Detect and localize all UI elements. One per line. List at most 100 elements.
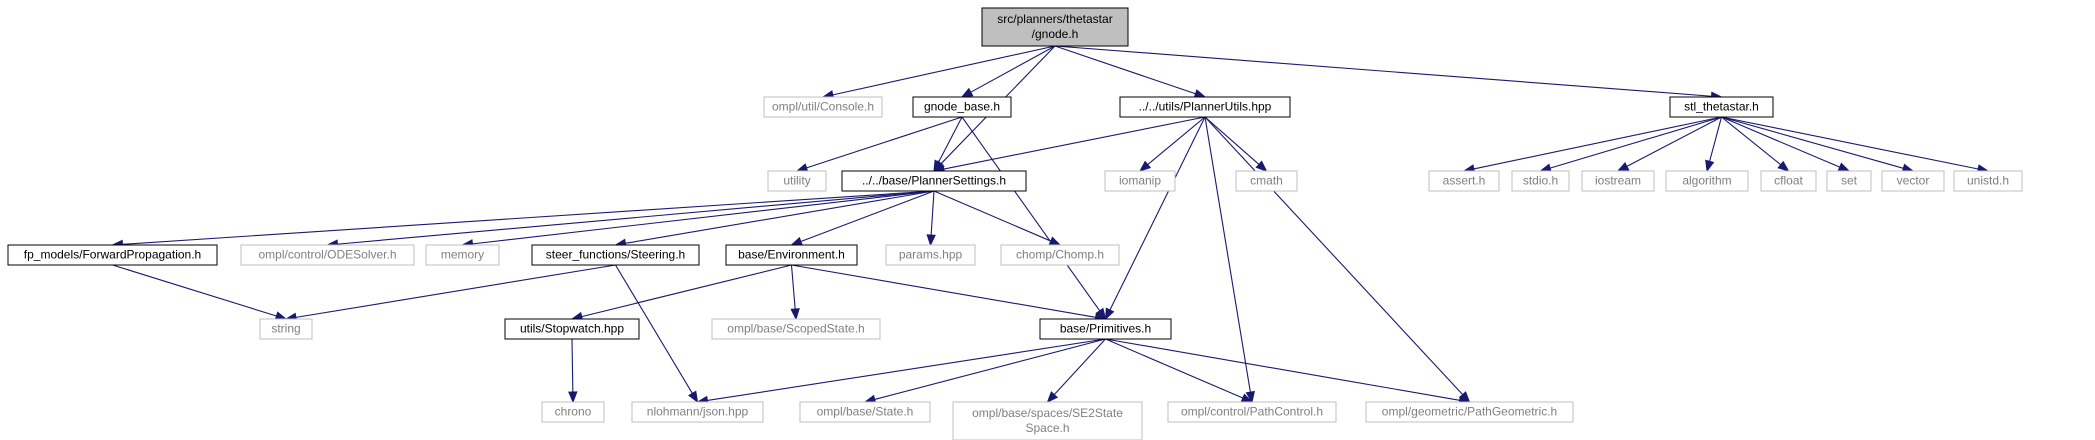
arrowhead-planner_utils-to-path_control: [1245, 390, 1255, 404]
node-utility: utility: [767, 170, 827, 192]
node-stopwatch[interactable]: utils/Stopwatch.hpp: [504, 318, 640, 340]
node-planner_utils-label: ../../utils/PlannerUtils.hpp: [1139, 100, 1272, 114]
node-console: ompl/util/Console.h: [763, 96, 883, 118]
node-console-label: ompl/util/Console.h: [772, 100, 874, 114]
node-stopwatch-label: utils/Stopwatch.hpp: [520, 322, 624, 336]
node-ode_solver-label: ompl/control/ODESolver.h: [258, 248, 396, 262]
arrowhead-planner_settings-to-params: [926, 234, 936, 247]
edge-gnode_base-to-utility: [806, 116, 963, 169]
node-primitives[interactable]: base/Primitives.h: [1039, 318, 1172, 340]
edge-fp_models-to-string: [112, 264, 277, 317]
node-path_geometric-label: ompl/geometric/PathGeometric.h: [1382, 405, 1557, 419]
dependency-nodes: src/planners/thetastar/gnode.h ompl/util/…: [7, 7, 2023, 440]
node-memory-box: [425, 244, 500, 266]
node-stl_thetastar-box: [1669, 96, 1774, 118]
node-assert-label: assert.h: [1443, 174, 1486, 188]
node-utility-label: utility: [783, 174, 810, 188]
node-string-box: [259, 318, 313, 340]
node-planner_settings-label: ../../base/PlannerSettings.h: [862, 174, 1006, 188]
node-path_control-box: [1167, 401, 1337, 423]
edge-stl_thetastar-to-iostream: [1626, 116, 1722, 167]
edge-planner_settings-to-memory: [472, 190, 935, 245]
edge-steering-to-string: [295, 264, 616, 318]
node-string: string: [259, 318, 313, 340]
node-unistd: unistd.h: [1953, 170, 2023, 192]
node-set: set: [1826, 170, 1872, 192]
node-environment-label: base/Environment.h: [738, 248, 845, 262]
edge-stl_thetastar-to-set: [1721, 116, 1841, 168]
node-fp_models[interactable]: fp_models/ForwardPropagation.h: [7, 244, 218, 266]
node-chomp-label: chomp/Chomp.h: [1016, 248, 1104, 262]
edge-planner_settings-to-chomp: [933, 190, 1052, 242]
node-memory-label: memory: [441, 248, 484, 262]
edge-primitives-to-state: [874, 338, 1106, 400]
node-state-label: ompl/base/State.h: [817, 405, 914, 419]
edge-planner_utils-to-path_control: [1204, 116, 1251, 393]
arrowhead-stl_thetastar-to-algorithm: [1705, 159, 1715, 173]
arrowhead-planner_settings-to-chomp: [1048, 236, 1062, 246]
node-steering[interactable]: steer_functions/Steering.h: [531, 244, 700, 266]
arrowhead-primitives-to-se2: [1046, 391, 1059, 403]
node-gnode_base[interactable]: gnode_base.h: [912, 96, 1012, 118]
node-json: nlohmann/json.hpp: [631, 401, 764, 423]
node-unistd-label: unistd.h: [1967, 174, 2009, 188]
node-stopwatch-box: [504, 318, 640, 340]
node-cmath: cmath: [1235, 170, 1298, 192]
node-ode_solver: ompl/control/ODESolver.h: [240, 244, 415, 266]
arrowhead-planner_settings-to-environment: [790, 236, 803, 246]
node-chomp: chomp/Chomp.h: [1000, 244, 1120, 266]
edge-primitives-to-path_geometric: [1105, 338, 1460, 401]
edge-stl_thetastar-to-assert: [1473, 116, 1722, 170]
node-gnode[interactable]: src/planners/thetastar/gnode.h: [981, 7, 1129, 47]
node-vector: vector: [1881, 170, 1945, 192]
node-cfloat: cfloat: [1760, 170, 1817, 192]
edge-planner_utils-to-primitives: [1109, 116, 1206, 311]
node-steering-box: [531, 244, 700, 266]
edge-planner_utils-to-planner_settings: [943, 116, 1206, 170]
node-set-box: [1826, 170, 1872, 192]
edge-primitives-to-path_control: [1105, 338, 1244, 399]
node-ode_solver-box: [240, 244, 415, 266]
node-scoped_state-label: ompl/base/ScopedState.h: [727, 322, 864, 336]
node-iostream-label: iostream: [1595, 174, 1641, 188]
node-unistd-box: [1953, 170, 2023, 192]
edge-stl_thetastar-to-vector: [1721, 116, 1904, 169]
node-se2-label: Space.h: [1025, 421, 1069, 435]
node-params-label: params.hpp: [899, 248, 963, 262]
node-cmath-box: [1235, 170, 1298, 192]
arrowhead-planner_utils-to-cmath: [1255, 160, 1268, 172]
edge-planner_settings-to-environment: [800, 190, 935, 242]
node-planner_settings[interactable]: ../../base/PlannerSettings.h: [841, 170, 1027, 192]
node-iomanip: iomanip: [1104, 170, 1176, 192]
node-path_geometric-box: [1365, 401, 1574, 423]
node-json-box: [631, 401, 764, 423]
node-steering-label: steer_functions/Steering.h: [546, 248, 685, 262]
node-algorithm-box: [1665, 170, 1749, 192]
arrowhead-planner_utils-to-primitives: [1104, 307, 1115, 321]
arrowhead-gnode-to-gnode_base: [960, 87, 974, 98]
edge-environment-to-scoped_state: [790, 264, 796, 310]
node-memory: memory: [425, 244, 500, 266]
node-params-box: [885, 244, 976, 266]
node-gnode_base-box: [912, 96, 1012, 118]
node-primitives-box: [1039, 318, 1172, 340]
edge-steering-to-json: [615, 264, 693, 394]
node-utility-box: [767, 170, 827, 192]
edge-planner_utils-to-cmath: [1204, 116, 1260, 165]
node-iostream-box: [1581, 170, 1655, 192]
node-scoped_state: ompl/base/ScopedState.h: [711, 318, 881, 340]
node-stdio: stdio.h: [1511, 170, 1570, 192]
edge-gnode-to-console: [832, 45, 1056, 96]
node-se2-box: [952, 401, 1143, 440]
node-path_geometric: ompl/geometric/PathGeometric.h: [1365, 401, 1574, 423]
node-stl_thetastar[interactable]: stl_thetastar.h: [1669, 96, 1774, 118]
arrowhead-gnode-to-planner_utils: [1193, 89, 1207, 99]
node-planner_utils[interactable]: ../../utils/PlannerUtils.hpp: [1119, 96, 1291, 118]
node-environment[interactable]: base/Environment.h: [725, 244, 858, 266]
node-path_control: ompl/control/PathControl.h: [1167, 401, 1337, 423]
edge-planner_settings-to-params: [930, 190, 935, 236]
edge-stl_thetastar-to-algorithm: [1709, 116, 1723, 162]
node-chomp-box: [1000, 244, 1120, 266]
arrowhead-stopwatch-to-chrono: [568, 391, 578, 404]
